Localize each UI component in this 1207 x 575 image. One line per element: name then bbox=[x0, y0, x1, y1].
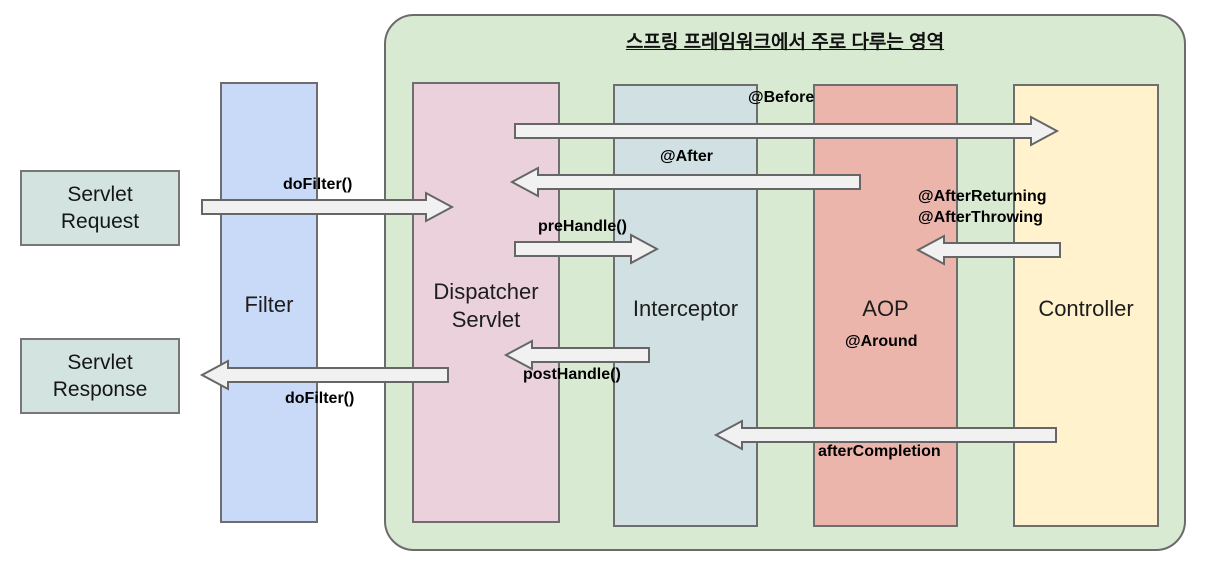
dofilter-request-label: doFilter() bbox=[283, 176, 353, 193]
filter-box: Filter bbox=[220, 82, 318, 523]
servlet-response-label: Servlet Response bbox=[52, 351, 148, 401]
servlet-response-box: Servlet Response bbox=[20, 338, 180, 414]
interceptor-box: Interceptor bbox=[613, 84, 758, 527]
aop-box: AOP bbox=[813, 84, 958, 527]
aftercompletion-label: afterCompletion bbox=[818, 443, 941, 460]
after-label: @After bbox=[660, 148, 713, 165]
afterreturning-label: @AfterReturning bbox=[918, 188, 1047, 205]
servlet-request-box: Servlet Request bbox=[20, 170, 180, 246]
dofilter-response-label: doFilter() bbox=[285, 390, 355, 407]
afterthrowing-label: @AfterThrowing bbox=[918, 209, 1043, 226]
filter-label: Filter bbox=[244, 292, 294, 317]
before-label: @Before bbox=[748, 89, 815, 106]
posthandle-label: postHandle() bbox=[523, 366, 621, 383]
prehandle-label: preHandle() bbox=[538, 218, 627, 235]
aop-label: AOP bbox=[862, 296, 909, 321]
around-label: @Around bbox=[845, 333, 918, 350]
controller-label: Controller bbox=[1038, 296, 1134, 321]
dispatcher-servlet-box: Dispatcher Servlet bbox=[412, 82, 560, 523]
interceptor-label: Interceptor bbox=[632, 296, 739, 321]
servlet-request-label: Servlet Request bbox=[60, 183, 140, 233]
region-title: 스프링 프레임워크에서 주로 다루는 영역 bbox=[625, 32, 945, 53]
dispatcher-servlet-label: Dispatcher Servlet bbox=[433, 279, 539, 332]
controller-box: Controller bbox=[1013, 84, 1159, 527]
